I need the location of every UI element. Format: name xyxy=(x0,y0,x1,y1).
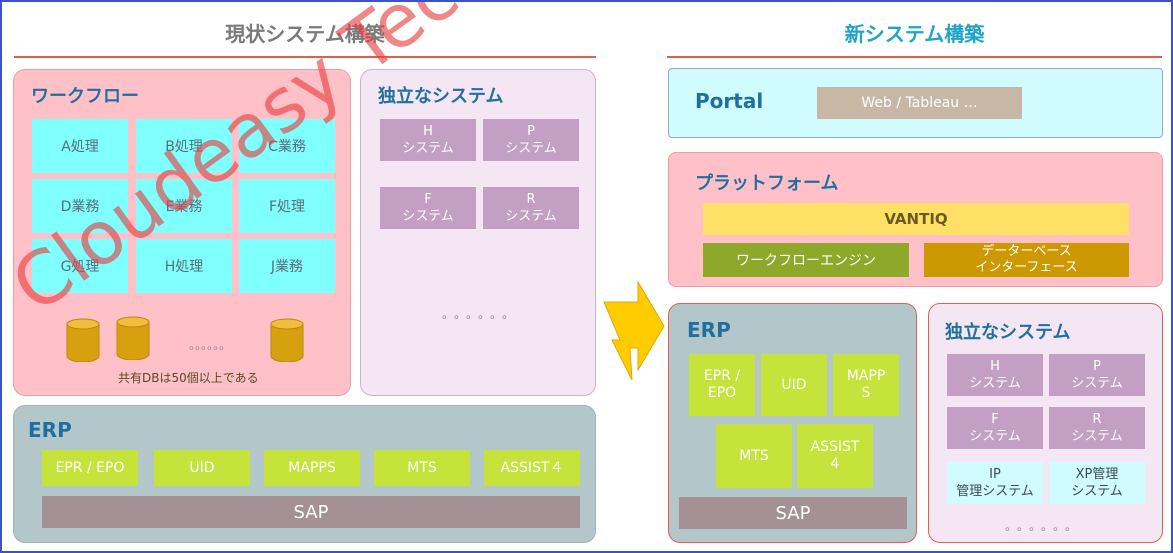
erp-panel-title: ERP xyxy=(687,318,731,342)
independent-panel-title: 独立なシステム xyxy=(945,322,1071,343)
transition-arrow-icon xyxy=(603,280,665,381)
system-name: XP管理 xyxy=(1075,467,1119,482)
erp-module-line: ASSIST xyxy=(810,439,860,455)
sap-bar: SAP xyxy=(679,497,907,529)
system-sub: システム xyxy=(1071,484,1123,499)
erp-module: UID xyxy=(154,450,250,486)
workflow-panel-title: ワークフロー xyxy=(31,86,139,107)
database-icon xyxy=(116,316,150,360)
system-sub: システム xyxy=(505,141,557,156)
erp-module-line: EPR / xyxy=(703,368,741,384)
current-title-underline xyxy=(14,56,596,58)
system-sub: システム xyxy=(505,209,557,224)
system-ellipsis: 。。。。。。 xyxy=(1004,519,1083,533)
system-name: H xyxy=(423,124,433,139)
platform-title: プラットフォーム xyxy=(695,173,839,194)
workflow-cell: F処理 xyxy=(239,179,335,233)
erp-module: EPR / EPO xyxy=(42,450,138,486)
system-box: P システム xyxy=(483,119,579,161)
database-icon xyxy=(66,318,100,362)
system-sub: システム xyxy=(969,429,1021,444)
database-note: 共有DBは50個以上である xyxy=(118,371,259,385)
system-name: F xyxy=(424,192,432,207)
erp-module-line: EPO xyxy=(707,385,737,401)
db-interface-box: データーベース インターフェース xyxy=(924,243,1129,277)
erp-panel-new: ERP EPR / EPO UID MAPP S MTS ASSIST 4 SA… xyxy=(668,303,917,543)
system-box: IP 管理システム xyxy=(947,462,1043,504)
erp-module: EPR / EPO xyxy=(689,354,755,416)
system-ellipsis: 。。。。。。 xyxy=(441,307,520,321)
system-sub: システム xyxy=(969,376,1021,391)
workflow-cell: A処理 xyxy=(32,119,128,173)
system-sub: システム xyxy=(1071,429,1123,444)
system-name: R xyxy=(526,192,536,207)
system-box: R システム xyxy=(483,187,579,229)
erp-module-line: MTS xyxy=(739,447,769,464)
erp-module: MAPPS xyxy=(264,450,360,486)
erp-module-line: 4 xyxy=(830,456,840,472)
workflow-cell: B処理 xyxy=(136,119,232,173)
independent-panel-current: 独立なシステム H システム P システム F システム R システム 。。。。… xyxy=(360,69,596,396)
system-box: F システム xyxy=(380,187,476,229)
database-icon xyxy=(270,318,304,362)
system-box: R システム xyxy=(1049,407,1145,449)
erp-module-line: UID xyxy=(781,376,807,393)
system-name: R xyxy=(1092,412,1102,427)
erp-module: UID xyxy=(761,354,827,416)
workflow-cell: E業務 xyxy=(136,179,232,233)
vantiq-bar: VANTIQ xyxy=(703,203,1129,235)
workflow-cell: C業務 xyxy=(239,119,335,173)
new-title-underline xyxy=(667,56,1162,58)
portal-title: Portal xyxy=(695,89,764,113)
current-section-title: 現状システム構築 xyxy=(225,22,385,46)
erp-module: MTS xyxy=(716,424,792,488)
system-box: XP管理 システム xyxy=(1049,462,1145,504)
erp-module-line: MAPP xyxy=(846,368,886,384)
erp-module: MAPP S xyxy=(833,354,899,416)
portal-panel: Portal Web / Tableau … xyxy=(668,68,1163,138)
system-name: P xyxy=(527,124,535,139)
system-box: H システム xyxy=(380,119,476,161)
platform-panel: プラットフォーム VANTIQ ワークフローエンジン データーベース インターフ… xyxy=(668,152,1163,287)
system-sub: 管理システム xyxy=(956,484,1034,499)
system-name: IP xyxy=(989,467,1001,482)
workflow-panel: ワークフロー A処理 B処理 C業務 D業務 E業務 F処理 G処理 H処理 J… xyxy=(13,69,351,396)
workflow-cell: J業務 xyxy=(239,239,335,293)
erp-panel-title: ERP xyxy=(28,418,72,442)
system-sub: システム xyxy=(402,141,454,156)
new-section-title: 新システム構築 xyxy=(844,22,985,46)
sap-bar: SAP xyxy=(42,496,580,528)
system-sub: システム xyxy=(402,209,454,224)
erp-module-line: S xyxy=(861,385,871,401)
system-box: H システム xyxy=(947,354,1043,396)
system-name: F xyxy=(991,412,999,427)
system-box: P システム xyxy=(1049,354,1145,396)
workflow-cell: H処理 xyxy=(136,239,232,293)
db-interface-line: データーベース xyxy=(981,244,1072,259)
erp-panel-current: ERP EPR / EPO UID MAPPS MTS ASSIST４ SAP xyxy=(13,405,596,543)
system-box: F システム xyxy=(947,407,1043,449)
workflow-engine-box: ワークフローエンジン xyxy=(703,243,909,277)
workflow-cell: D業務 xyxy=(32,179,128,233)
erp-module: MTS xyxy=(374,450,470,486)
independent-panel-new: 独立なシステム H システム P システム F システム R システム IP 管… xyxy=(928,303,1163,543)
erp-module: ASSIST 4 xyxy=(797,424,873,488)
system-name: P xyxy=(1093,359,1101,374)
workflow-cell: G処理 xyxy=(32,239,128,293)
independent-panel-title: 独立なシステム xyxy=(378,86,504,107)
erp-module: ASSIST４ xyxy=(484,450,580,486)
db-interface-line: インターフェース xyxy=(975,260,1078,275)
web-tableau-box: Web / Tableau … xyxy=(817,87,1022,119)
database-ellipsis: 。。。。。。 xyxy=(188,338,231,352)
system-sub: システム xyxy=(1071,376,1123,391)
system-name: H xyxy=(990,359,1000,374)
